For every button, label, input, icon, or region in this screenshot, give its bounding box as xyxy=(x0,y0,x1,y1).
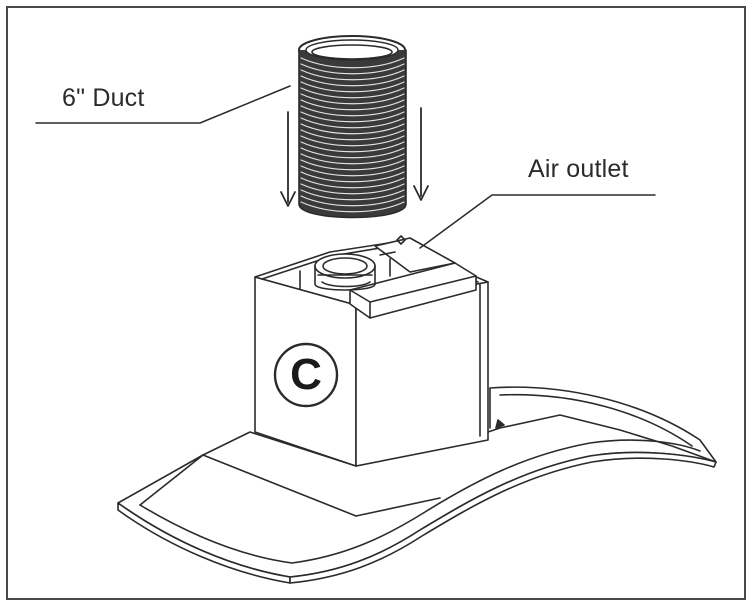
right-arrow-head xyxy=(413,185,429,201)
duct-label: 6" Duct xyxy=(62,84,145,112)
insert-direction-arrows xyxy=(280,107,429,207)
flexible-duct xyxy=(298,35,407,219)
air-outlet-plate xyxy=(299,235,477,319)
component-marker-label: C xyxy=(290,350,322,399)
component-marker-circle xyxy=(273,342,339,408)
glass-canopy xyxy=(117,386,717,584)
air-outlet-label: Air outlet xyxy=(528,155,629,183)
left-arrow-head xyxy=(280,191,296,207)
air-outlet-leader-line xyxy=(419,194,656,249)
duct-leader-line xyxy=(35,85,291,124)
